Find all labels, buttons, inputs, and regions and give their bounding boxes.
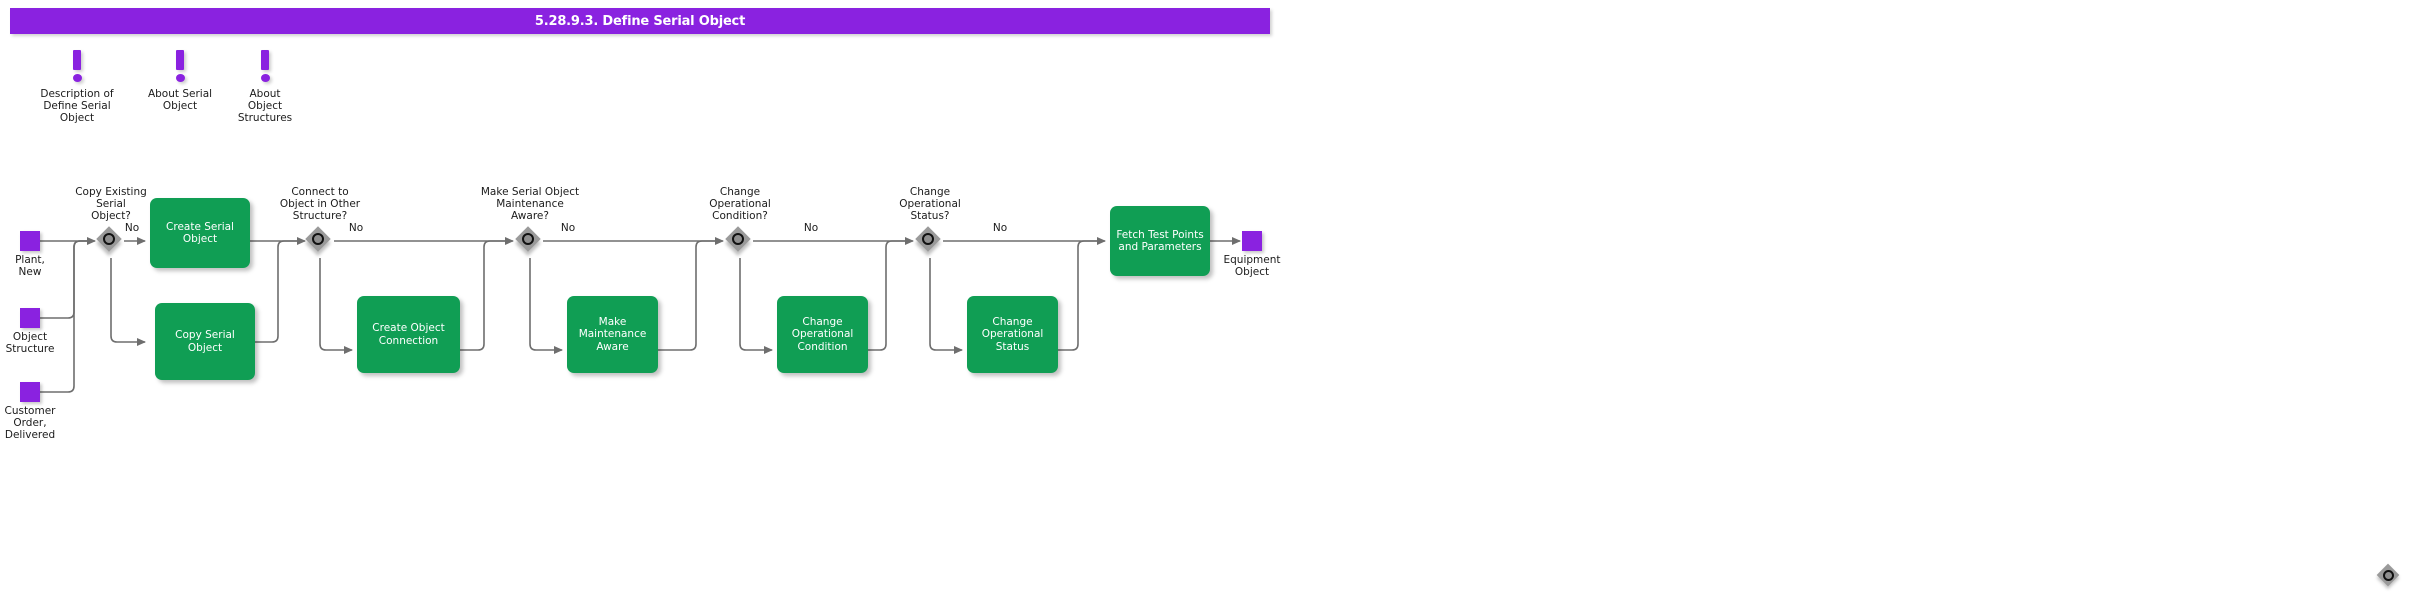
decision-copy-existing-serial-object-label: Copy Existing Serial Object?	[75, 186, 147, 222]
entity-label: Object Structure	[5, 331, 55, 355]
process-label: Create Object Connection	[372, 322, 445, 347]
decision-change-operational-status-label: Change Operational Status?	[899, 186, 961, 222]
note-label: About Serial Object	[147, 88, 213, 112]
decision-change-operational-status[interactable]	[915, 226, 943, 254]
exclamation-bar-icon	[261, 50, 269, 70]
note-label: About Object Structures	[237, 88, 293, 124]
process-create-object-connection[interactable]: Create Object Connection	[357, 296, 460, 373]
decision-make-serial-object-maintenance-aware-label: Make Serial Object Maintenance Aware?	[480, 186, 580, 222]
page-title: 5.28.9.3. Define Serial Object	[10, 8, 1270, 34]
process-change-operational-status[interactable]: Change Operational Status	[967, 296, 1058, 373]
decision-change-operational-condition[interactable]	[725, 226, 753, 254]
entity-plant-new[interactable]: Plant, New	[0, 231, 90, 278]
entity-square-icon	[20, 382, 40, 402]
entity-object-structure[interactable]: Object Structure	[0, 308, 90, 355]
decision-connect-to-object-in-other-structure[interactable]	[305, 226, 333, 254]
process-fetch-test-points-and-parameters[interactable]: Fetch Test Points and Parameters	[1110, 206, 1210, 276]
decision-ring-icon	[732, 233, 744, 245]
entity-square-icon	[20, 231, 40, 251]
edge-label-no-3: No	[560, 222, 576, 234]
edge-label-no-1: No	[124, 222, 140, 234]
decision-change-operational-condition-label: Change Operational Condition?	[709, 186, 771, 222]
edge-label-no-4: No	[803, 222, 819, 234]
process-copy-serial-object[interactable]: Copy Serial Object	[155, 303, 255, 380]
decision-ring-icon	[312, 233, 324, 245]
edge-label-no-2: No	[348, 222, 364, 234]
process-label: Change Operational Condition	[791, 315, 854, 353]
entity-label: Plant, New	[15, 254, 45, 278]
process-label: Copy Serial Object	[175, 329, 235, 354]
entity-square-icon	[1242, 231, 1262, 251]
decision-copy-existing-serial-object[interactable]	[96, 226, 124, 254]
process-label: Fetch Test Points and Parameters	[1116, 228, 1204, 254]
decision-ring-icon	[922, 233, 934, 245]
entity-customer-order-delivered[interactable]: Customer Order, Delivered	[0, 382, 90, 441]
exclamation-icon	[17, 50, 137, 86]
entity-label: Customer Order, Delivered	[4, 405, 56, 441]
edge-label-no-5: No	[992, 222, 1008, 234]
exclamation-dot-icon	[176, 74, 185, 82]
decision-ring-icon	[103, 233, 115, 245]
exclamation-bar-icon	[73, 50, 81, 70]
entity-label: Equipment Object	[1223, 254, 1281, 278]
note-description-of-define-serial-object[interactable]: Description of Define Serial Object	[17, 50, 137, 124]
note-label: Description of Define Serial Object	[40, 88, 114, 124]
exclamation-icon	[205, 50, 325, 86]
process-label: Create Serial Object	[166, 220, 234, 246]
note-about-serial-object[interactable]: About Serial Object	[120, 50, 240, 112]
decision-ring-icon	[522, 233, 534, 245]
process-create-serial-object[interactable]: Create Serial Object	[150, 198, 250, 268]
exclamation-dot-icon	[261, 74, 270, 82]
note-about-object-structures[interactable]: About Object Structures	[205, 50, 325, 124]
entity-equipment-object[interactable]: Equipment Object	[1192, 231, 1312, 278]
exclamation-icon	[120, 50, 240, 86]
exclamation-dot-icon	[73, 74, 82, 82]
process-label: Make Maintenance Aware	[578, 315, 647, 353]
decision-make-serial-object-maintenance-aware[interactable]	[515, 226, 543, 254]
process-change-operational-condition[interactable]: Change Operational Condition	[777, 296, 868, 373]
legend-decision-icon[interactable]	[2376, 563, 2402, 589]
decision-ring-icon	[2383, 570, 2394, 581]
process-make-maintenance-aware[interactable]: Make Maintenance Aware	[567, 296, 658, 373]
entity-square-icon	[20, 308, 40, 328]
process-label: Change Operational Status	[981, 315, 1044, 353]
exclamation-bar-icon	[176, 50, 184, 70]
decision-connect-to-object-in-other-structure-label: Connect to Object in Other Structure?	[279, 186, 361, 222]
